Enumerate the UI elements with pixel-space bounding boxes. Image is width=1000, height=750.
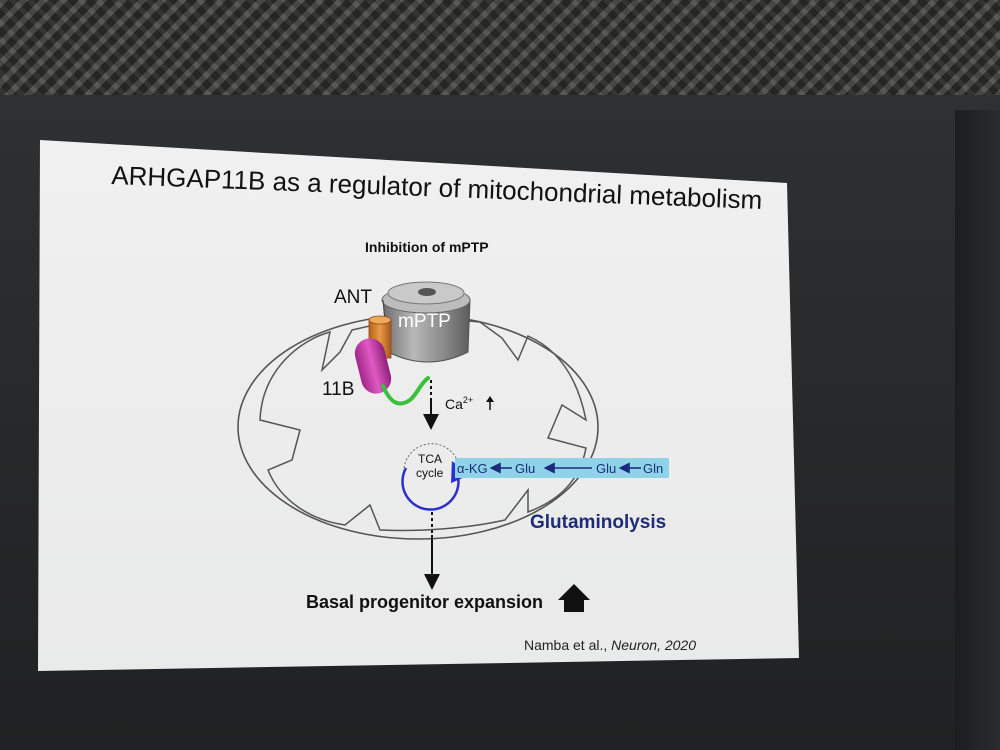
mptp-label: mPTP (398, 311, 451, 332)
small-up-arrow-icon (486, 396, 494, 410)
tca-cycle-icon (401, 443, 470, 511)
expansion-label: Basal progenitor expansion (306, 592, 543, 612)
protein-11b-label: 11B (322, 379, 354, 400)
ant-label: ANT (334, 287, 372, 308)
ceiling (0, 0, 1000, 110)
citation: Namba et al., Neuron, 2020 (524, 637, 696, 653)
gln-label: Gln (643, 461, 663, 476)
glu-inner-label: Glu (515, 461, 535, 476)
calcium-label: Ca2+ (445, 395, 473, 412)
tca-label-line2: cycle (416, 466, 444, 480)
subtitle-inhibition: Inhibition of mPTP (365, 239, 489, 255)
bold-up-arrow-icon (558, 584, 590, 612)
akg-label: α-KG (457, 461, 488, 476)
citation-authors: Namba et al., (524, 637, 608, 653)
tca-label-line1: TCA (418, 452, 442, 466)
inner-membrane-cristae (259, 318, 588, 532)
pillar (955, 110, 1000, 750)
glutaminolysis-label: Glutaminolysis (530, 512, 666, 533)
protein-11b-icon (354, 338, 430, 406)
citation-journal: Neuron, 2020 (611, 637, 696, 653)
glu-outer-label: Glu (596, 461, 616, 476)
